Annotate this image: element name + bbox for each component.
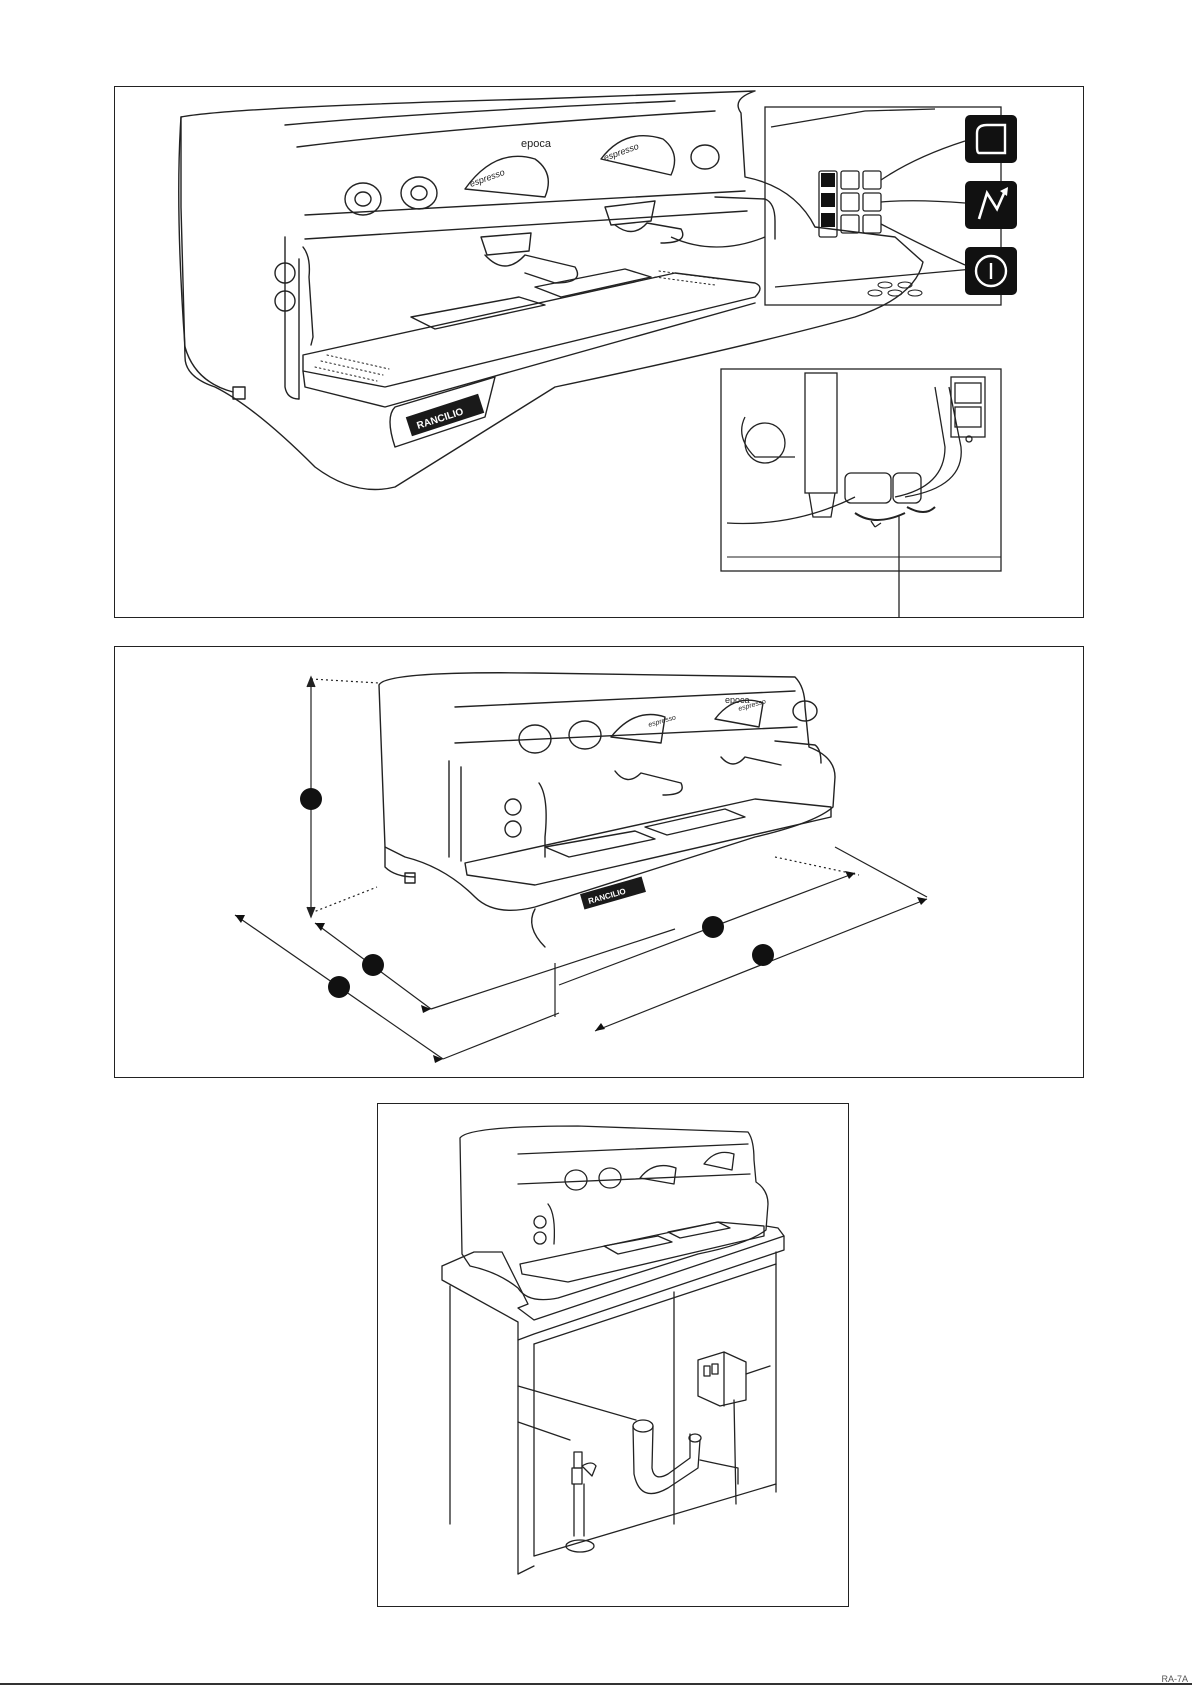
installation-drawing xyxy=(378,1104,850,1608)
drip-grate-left xyxy=(411,297,545,329)
lightning-icon xyxy=(965,181,1017,229)
drain-siphon xyxy=(633,1420,738,1494)
page-bottom-rule xyxy=(0,1683,1192,1685)
figure-panel-installation xyxy=(377,1103,849,1607)
steam-knob-right xyxy=(401,177,437,209)
group-label-right: espresso xyxy=(602,141,640,163)
inset-switch-panel xyxy=(671,107,1001,305)
water-tap xyxy=(566,1452,596,1552)
figure-panel-dimensions: RANCILIO epoca espresso espresso xyxy=(114,646,1084,1078)
cup-icon xyxy=(965,115,1017,163)
drip-tray xyxy=(520,1222,764,1282)
dimension-marker-width-inner xyxy=(702,916,724,938)
portafilter-left xyxy=(485,255,578,283)
inset-valve-detail xyxy=(721,369,1001,617)
power-icon xyxy=(965,247,1017,295)
steam-knob-left xyxy=(345,183,381,215)
machine-overview-drawing: epoca espresso espresso RANCILIO xyxy=(115,87,1085,619)
drip-tray xyxy=(303,273,760,387)
dimension-marker-depth-inner xyxy=(362,954,384,976)
drip-grate-left xyxy=(545,831,655,857)
machine-body xyxy=(181,91,923,490)
brand-plate: RANCILIO xyxy=(580,876,646,909)
machine-body xyxy=(379,673,835,911)
hot-water-knob xyxy=(691,145,719,169)
electrical-switch xyxy=(698,1352,746,1504)
portafilter-right xyxy=(615,223,683,243)
dimensions-drawing: RANCILIO epoca espresso espresso xyxy=(115,647,1085,1079)
model-label: epoca xyxy=(521,138,552,150)
dimension-marker-width-outer xyxy=(752,944,774,966)
dimension-marker-depth-outer xyxy=(328,976,350,998)
dimension-marker-height xyxy=(300,788,322,810)
drip-grate-right xyxy=(535,269,651,297)
steam-wand xyxy=(303,247,313,345)
document-code: RA-7A xyxy=(1161,1674,1188,1684)
group-label-left: espresso xyxy=(468,167,506,189)
figure-panel-machine-overview: epoca espresso espresso RANCILIO xyxy=(114,86,1084,618)
